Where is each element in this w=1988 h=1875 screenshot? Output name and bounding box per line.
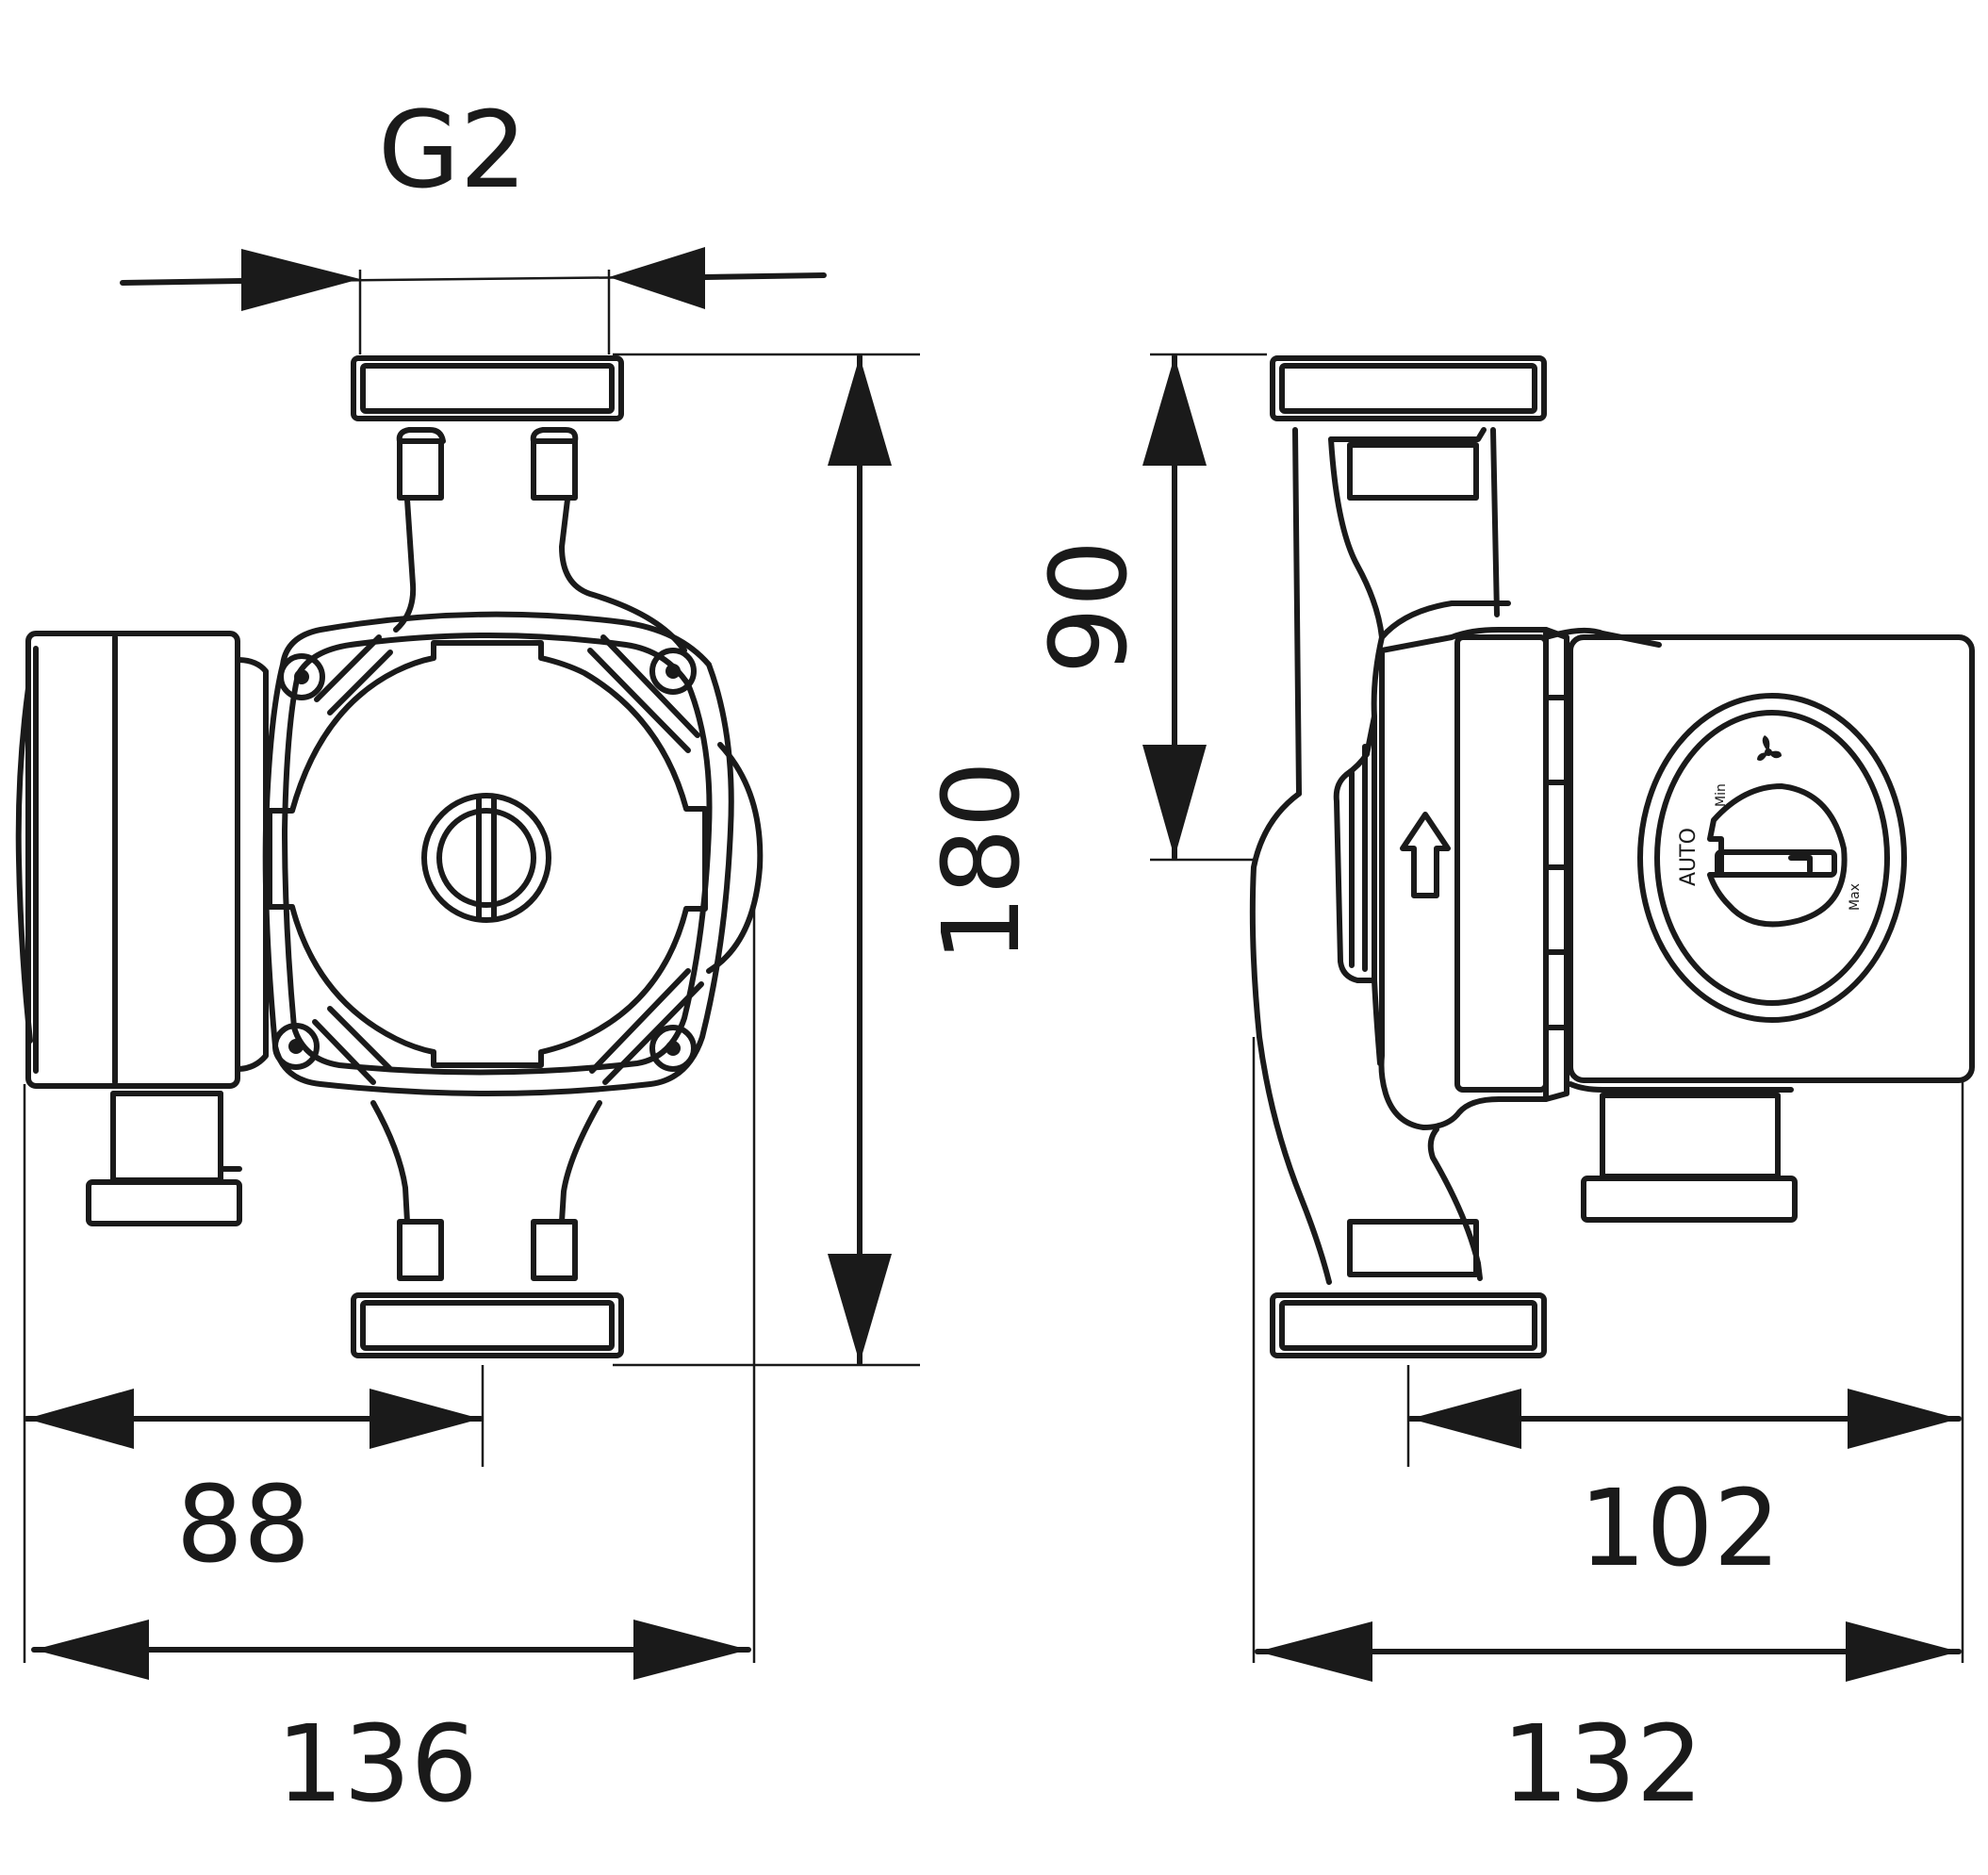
front-top-flange xyxy=(351,355,624,421)
front-top-neck xyxy=(393,427,687,653)
dim-88-arrow-left xyxy=(26,1389,134,1449)
fan-icon xyxy=(1757,735,1782,761)
side-volute-inner xyxy=(1349,744,1368,972)
side-control-oval-inner xyxy=(1654,710,1890,1006)
front-vent-screw-inner xyxy=(436,808,536,908)
side-top-stud xyxy=(1347,442,1479,501)
dim-side-width-label: 132 xyxy=(1502,1703,1703,1826)
side-speed-knob-handle xyxy=(1715,849,1837,878)
dim-90-arrow-bottom xyxy=(1142,745,1207,858)
side-volute-profile xyxy=(1333,714,1377,983)
front-terminal-box-divider xyxy=(33,634,118,1085)
front-bottom-neck xyxy=(370,1100,602,1225)
side-cable-gland xyxy=(1600,1093,1781,1179)
front-cable-gland-nut xyxy=(86,1179,242,1226)
side-bottom-flange xyxy=(1270,1292,1547,1358)
front-terminal-box-side xyxy=(235,657,269,1072)
front-rib-br xyxy=(589,968,704,1085)
front-cable-gland xyxy=(110,1091,223,1183)
front-bolt-tl xyxy=(278,653,325,700)
side-rib-strip xyxy=(1543,627,1605,1102)
side-control-box xyxy=(1568,634,1975,1083)
front-top-stud-left xyxy=(397,438,444,501)
side-view: AUTO Min Max xyxy=(1249,355,1975,1358)
side-cable-gland-nut xyxy=(1581,1176,1798,1223)
side-knob-label-max: Max xyxy=(1848,883,1863,911)
front-motor-casing xyxy=(267,640,708,1068)
side-pipe-upper xyxy=(1292,427,1385,797)
front-bolt-br xyxy=(649,1025,697,1072)
front-top-flange-inner xyxy=(360,363,615,414)
side-bottom-flange-inner xyxy=(1279,1300,1537,1351)
front-top-stud-right xyxy=(531,438,578,501)
dim-front-width-label: 136 xyxy=(276,1703,478,1826)
side-housing-inner xyxy=(1454,634,1549,1093)
dim-136-arrow-left xyxy=(34,1620,149,1680)
front-bottom-stud-right xyxy=(531,1219,578,1281)
front-vent-screw-slot xyxy=(476,795,497,921)
front-bottom-flange xyxy=(351,1292,624,1358)
side-control-oval-outer xyxy=(1637,693,1907,1023)
front-vent-screw-outer xyxy=(421,793,551,923)
dim-axis-offset-label: 88 xyxy=(176,1464,311,1587)
side-flow-arrow xyxy=(1400,812,1451,898)
front-bottom-flange-inner xyxy=(360,1300,615,1351)
dim-90-arrow-top xyxy=(1142,356,1207,466)
front-right-lobe xyxy=(706,742,764,974)
side-knob-label-auto: AUTO xyxy=(1677,828,1700,886)
front-volute-inner xyxy=(282,633,713,1076)
front-bottom-stud-left xyxy=(397,1219,444,1281)
dim-132-arrow-right xyxy=(1846,1621,1959,1682)
dim-depth-label: 102 xyxy=(1579,1468,1781,1590)
dim-102-arrow-right xyxy=(1848,1389,1959,1449)
side-pipe-outline xyxy=(1249,600,1511,1285)
front-terminal-box xyxy=(25,631,240,1089)
side-top-flange xyxy=(1270,355,1547,421)
dim-half-height-label: 90 xyxy=(1028,540,1151,675)
front-terminal-box-cap xyxy=(15,685,33,1044)
side-knob-label-min: Min xyxy=(1714,783,1729,807)
dim-132-arrow-left xyxy=(1257,1621,1372,1682)
side-top-flange-inner xyxy=(1279,363,1537,414)
front-rib-tl xyxy=(314,634,393,715)
side-bottom-stud xyxy=(1347,1219,1479,1277)
side-pipe-collar xyxy=(1328,427,1500,617)
side-housing xyxy=(1378,627,1549,1130)
side-bottom-neck xyxy=(1427,1127,1483,1281)
dim-136-arrow-right xyxy=(633,1620,748,1680)
front-bolt-bl xyxy=(272,1023,320,1070)
dim-thread-label: G2 xyxy=(378,90,527,212)
dim-height-arrow-bottom xyxy=(828,1254,892,1363)
dim-102-arrow-left xyxy=(1410,1389,1521,1449)
front-dimensions: G2 180 88 136 xyxy=(23,90,1043,1826)
dim-height-arrow-top xyxy=(828,356,892,466)
dim-height-label: 180 xyxy=(921,761,1043,962)
dim-88-arrow-right xyxy=(370,1389,481,1449)
side-speed-knob xyxy=(1707,783,1848,928)
front-rib-tr xyxy=(587,634,700,753)
front-view xyxy=(15,355,764,1358)
g2-arrow-right xyxy=(609,247,705,309)
g2-arrow-left xyxy=(241,249,360,311)
side-dimensions: 90 102 132 xyxy=(1028,353,1964,1826)
front-rib-bl xyxy=(312,1006,393,1085)
front-bolt-tr xyxy=(649,648,697,695)
